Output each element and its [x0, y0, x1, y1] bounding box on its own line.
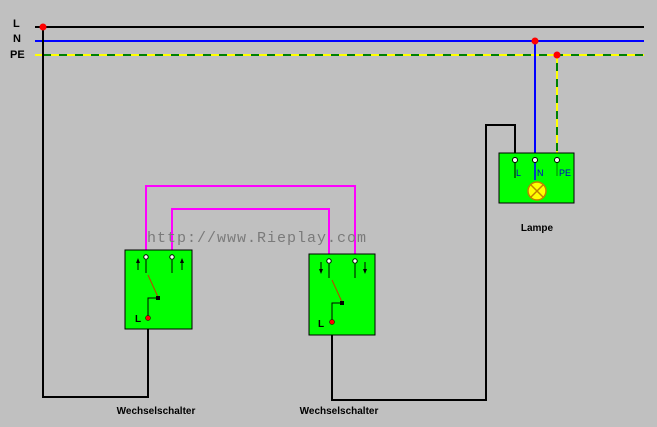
switch-1-caption: Wechselschalter — [117, 406, 196, 417]
switch-2-contact-lever — [331, 279, 343, 303]
phase-wire-feed — [42, 27, 149, 398]
traveler-wire-outer — [145, 185, 356, 260]
switch-2-box: L — [308, 253, 376, 336]
lamp-terminal-dot-N — [532, 157, 538, 163]
switch-1-box: L — [124, 249, 193, 330]
bus-label-N: N — [13, 33, 21, 45]
switch-1-contact-lever — [147, 274, 159, 298]
switch-2-caption: Wechselschalter — [300, 406, 379, 417]
switch-1-arrow-up-left-icon — [136, 258, 140, 270]
junction-dot-L — [39, 23, 47, 31]
lamp-bulb-icon — [527, 181, 547, 201]
switch-2-L-terminal-dot — [329, 319, 335, 325]
lamp-terminal-dot-L — [512, 157, 518, 163]
lamp-terminal-dot-PE — [554, 157, 560, 163]
switch-1-terminal-label: L — [135, 314, 141, 325]
switch-1-arrow-up-right-icon — [180, 258, 184, 270]
bus-label-L: L — [13, 18, 20, 30]
switch-2-arrow-down-right-icon — [363, 262, 367, 274]
switch-2-arrow-down-left-icon — [319, 262, 323, 274]
lamp-caption: Lampe — [521, 223, 554, 234]
lamp-box: L N PE — [498, 152, 575, 204]
junction-dot-N — [531, 37, 539, 45]
lamp-terminal-label-PE: PE — [559, 168, 571, 178]
traveler-wire-inner — [171, 208, 330, 260]
junction-dot-PE — [553, 51, 561, 59]
switch-2-terminal-label: L — [318, 319, 324, 330]
bus-label-PE: PE — [10, 49, 25, 61]
lamp-terminal-label-L: L — [516, 168, 521, 178]
switch-1-L-terminal-dot — [145, 315, 151, 321]
watermark-text: http://www.Rieplay.com — [147, 230, 367, 247]
switched-phase-wire — [331, 124, 516, 401]
lamp-terminal-label-N: N — [537, 168, 544, 178]
